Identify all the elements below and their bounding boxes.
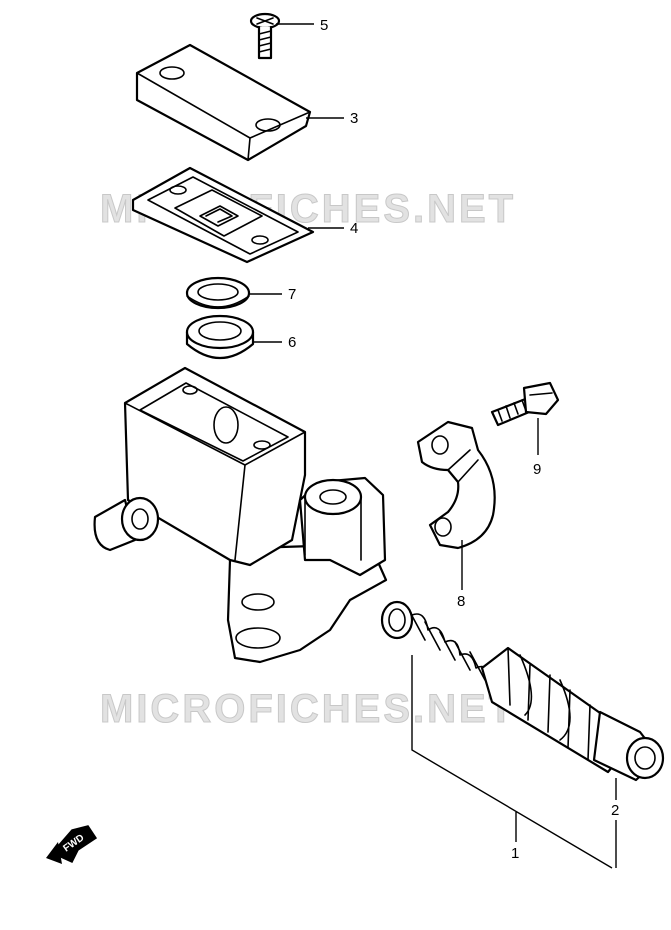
watermark-bottom: MICROFICHES.NET (100, 687, 516, 731)
part-diaphragm-4 (131, 166, 315, 264)
callout-3: 3 (350, 110, 358, 127)
part-master-cylinder-body (93, 366, 388, 664)
part-seal-6 (185, 314, 255, 359)
part-reservoir-cap-3 (135, 43, 312, 162)
leader-lines (248, 23, 617, 869)
callout-2: 2 (611, 802, 619, 819)
callout-4: 4 (350, 220, 358, 237)
callout-7: 7 (288, 286, 296, 303)
part-bolt-9 (490, 381, 560, 427)
part-piston-assembly-1 (380, 600, 665, 782)
callout-9: 9 (533, 461, 541, 478)
callout-5: 5 (320, 17, 328, 34)
part-screw-5 (249, 12, 281, 60)
part-holder-8 (416, 420, 496, 550)
callout-6: 6 (288, 334, 296, 351)
callout-8: 8 (457, 593, 465, 610)
callout-1: 1 (511, 845, 519, 862)
part-washer-7 (185, 276, 251, 310)
fwd-arrow-icon: FWD (46, 825, 98, 864)
